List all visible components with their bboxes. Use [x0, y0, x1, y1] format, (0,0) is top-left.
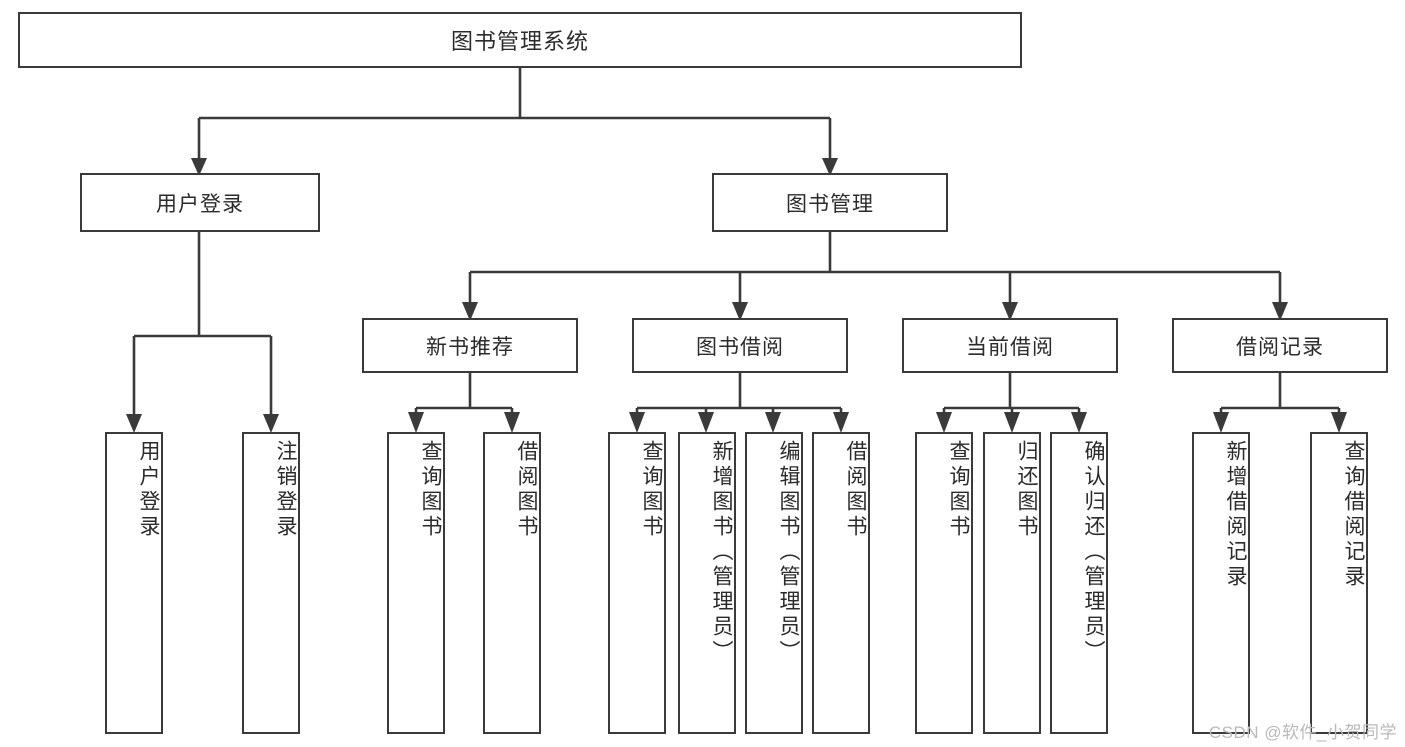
node-label: 图书管理系统	[450, 29, 589, 54]
node-label: 图书管理	[786, 192, 874, 216]
leaf-logout-login[interactable]: 注销登录	[242, 432, 300, 734]
node-label: 确认归还（管理员）	[1082, 440, 1105, 665]
node-label: 查询图书	[419, 440, 442, 540]
node-book-management[interactable]: 图书管理	[712, 173, 948, 232]
node-label: 查询图书	[640, 440, 663, 540]
node-label: 查询借阅记录	[1342, 440, 1365, 590]
node-label: 归还图书	[1015, 440, 1038, 540]
node-user-login[interactable]: 用户登录	[80, 173, 320, 232]
node-label: 借阅图书	[844, 440, 867, 540]
node-label: 借阅记录	[1236, 335, 1324, 359]
node-label: 用户登录	[137, 440, 160, 540]
node-label: 查询图书	[947, 440, 970, 540]
node-label: 新增图书（管理员）	[710, 440, 733, 665]
node-label: 当前借阅	[966, 335, 1054, 359]
leaf-user-login[interactable]: 用户登录	[105, 432, 163, 734]
node-label: 新书推荐	[426, 335, 514, 359]
leaf-borrow-book[interactable]: 借阅图书	[812, 432, 870, 734]
node-root-system[interactable]: 图书管理系统	[18, 12, 1022, 68]
leaf-query-book-current[interactable]: 查询图书	[915, 432, 973, 734]
node-label: 新增借阅记录	[1224, 440, 1247, 590]
node-label: 编辑图书（管理员）	[777, 440, 800, 665]
leaf-query-borrow-record[interactable]: 查询借阅记录	[1310, 432, 1368, 734]
node-label: 注销登录	[274, 440, 297, 540]
node-new-book-recommend[interactable]: 新书推荐	[362, 318, 578, 373]
leaf-add-book-admin[interactable]: 新增图书（管理员）	[678, 432, 736, 734]
node-label: 借阅图书	[515, 440, 538, 540]
leaf-return-book[interactable]: 归还图书	[983, 432, 1041, 734]
leaf-query-book-recommend[interactable]: 查询图书	[387, 432, 445, 734]
node-book-borrow[interactable]: 图书借阅	[632, 318, 848, 373]
node-label: 图书借阅	[696, 335, 784, 359]
leaf-edit-book-admin[interactable]: 编辑图书（管理员）	[745, 432, 803, 734]
leaf-confirm-return-admin[interactable]: 确认归还（管理员）	[1050, 432, 1108, 734]
node-current-borrow[interactable]: 当前借阅	[902, 318, 1118, 373]
leaf-query-book-borrow[interactable]: 查询图书	[608, 432, 666, 734]
leaf-borrow-book-recommend[interactable]: 借阅图书	[483, 432, 541, 734]
node-borrow-record[interactable]: 借阅记录	[1172, 318, 1388, 373]
node-label: 用户登录	[156, 192, 244, 216]
leaf-add-borrow-record[interactable]: 新增借阅记录	[1192, 432, 1250, 734]
